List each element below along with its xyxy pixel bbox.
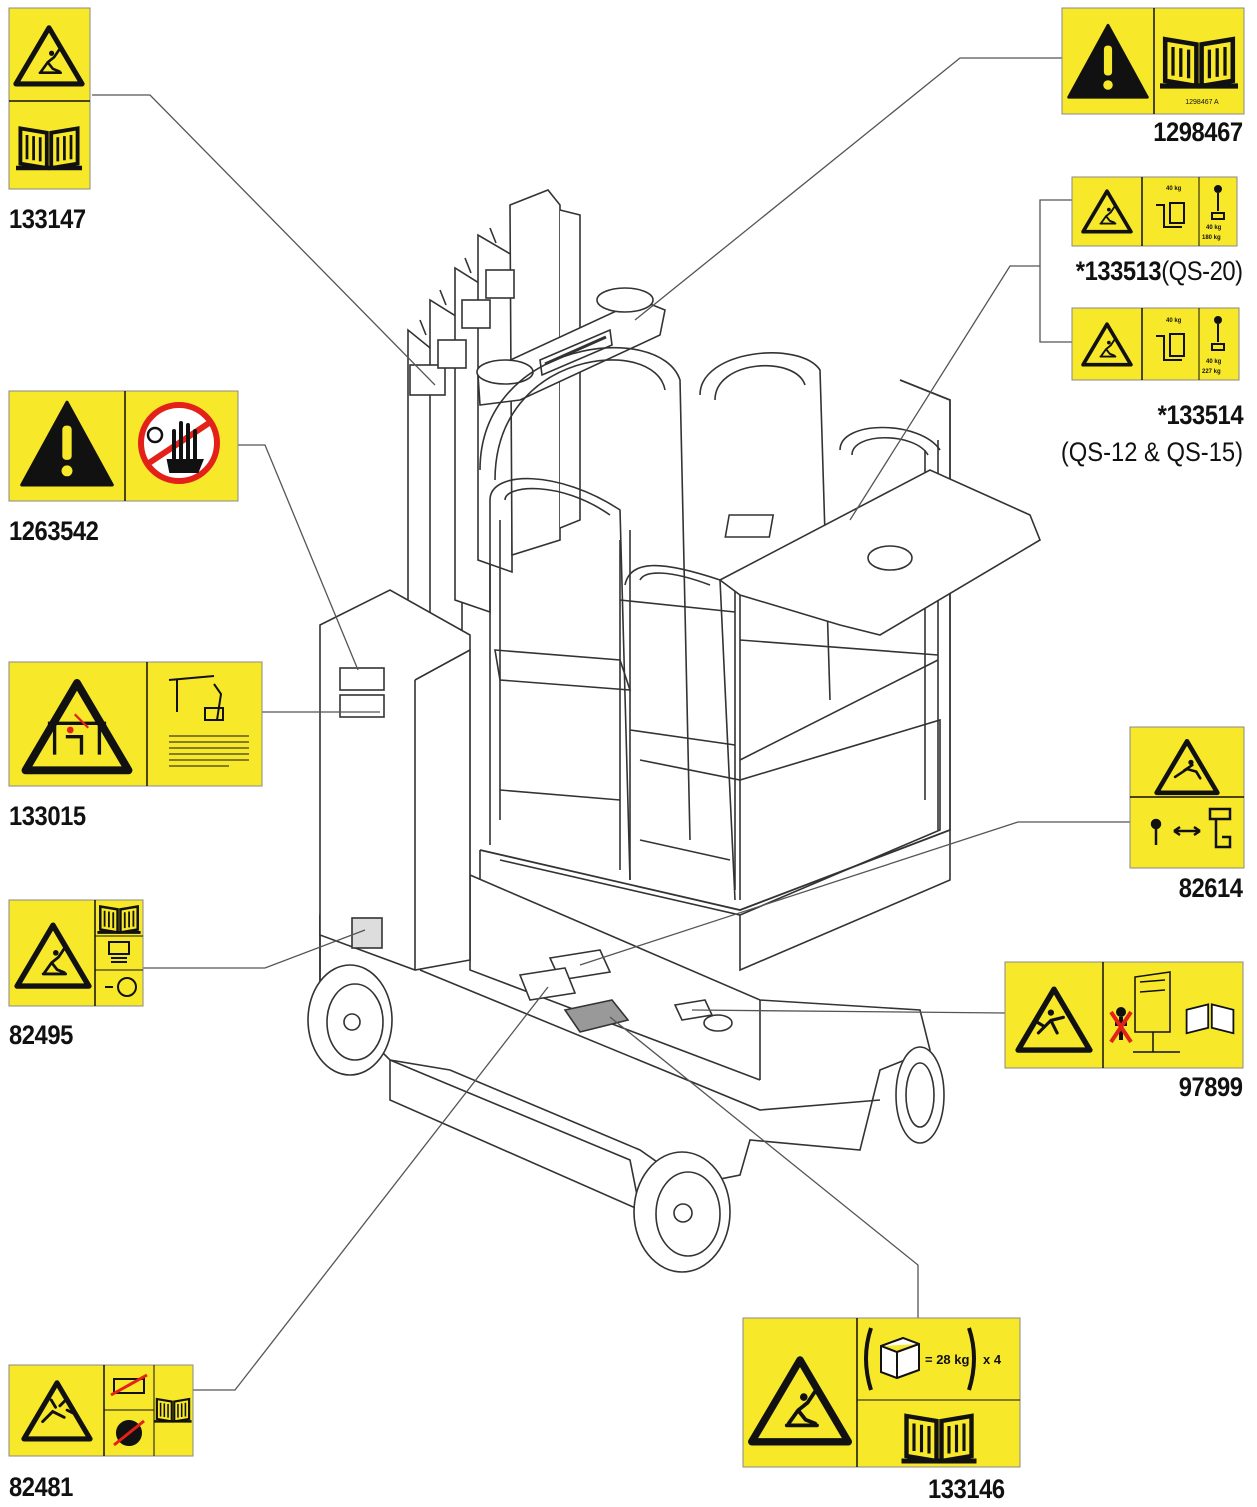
- decal-82481: [8, 1364, 194, 1457]
- leader-133513-platform: [849, 265, 1040, 521]
- decal-133513: 40 kg 40 kg 180 kg: [1071, 176, 1238, 247]
- load-bottom: 227 kg: [1202, 369, 1221, 375]
- load-chart-icon: [1156, 185, 1225, 228]
- battery-explosion-icon: [24, 1383, 90, 1439]
- label-1298467: 1298467: [1153, 117, 1244, 147]
- leader-1263542: [238, 444, 359, 671]
- fall-hazard-icon: [1018, 989, 1090, 1050]
- battery-weight-text: = 28 kg: [925, 1352, 970, 1367]
- platform-cage: [479, 346, 1041, 972]
- leader-133513: [1039, 199, 1072, 343]
- decal-133015: [8, 661, 263, 787]
- read-manual-icon: [1185, 1003, 1235, 1035]
- label-82481: 82481: [9, 1472, 73, 1502]
- no-person-icon: [1109, 971, 1180, 1053]
- distance-icon: [1150, 807, 1232, 849]
- leader-82614: [579, 821, 1130, 966]
- decal-133147: [8, 7, 91, 190]
- label-133514-models: (QS-12 & QS-15): [1060, 437, 1243, 467]
- leader-133147: [92, 94, 436, 386]
- trip-hazard-icon: [1157, 741, 1218, 792]
- decal-97899: [1004, 961, 1244, 1069]
- leader-97899: [691, 1009, 1006, 1014]
- label-133513-number: *133513: [1076, 256, 1162, 286]
- no-hands-icon: [138, 402, 220, 484]
- leader-lines: [92, 57, 1130, 1391]
- label-133513: *133513(QS-20): [1076, 256, 1243, 287]
- decal-82614: [1129, 726, 1245, 869]
- leader-133146: [609, 1016, 919, 1318]
- overhead-clearance-icon: [168, 675, 249, 767]
- decal-133514: 40 kg 40 kg 227 kg: [1071, 307, 1240, 381]
- load-mid: 40 kg: [1206, 359, 1222, 365]
- battery-multiplier-text: x 4: [983, 1352, 1002, 1367]
- label-82614: 82614: [1179, 873, 1243, 903]
- load-top: 40 kg: [1166, 318, 1182, 324]
- lift-machine-drawing: [307, 189, 1041, 1273]
- label-133514: *133514: [1157, 400, 1244, 430]
- decal-82495: [8, 899, 144, 1007]
- label-133146: 133146: [928, 1474, 1005, 1504]
- decal-133146: = 28 kg x 4: [742, 1317, 1021, 1468]
- decal-1298467: 1298467 A: [1061, 7, 1245, 115]
- load-top: 40 kg: [1166, 186, 1182, 192]
- leader-1298467: [634, 57, 1062, 321]
- load-bottom: 180 kg: [1202, 235, 1221, 241]
- load-mid: 40 kg: [1206, 225, 1222, 231]
- decal-code-1298467: 1298467 A: [1185, 99, 1219, 106]
- label-133513-model: (QS-20): [1161, 256, 1244, 286]
- chassis: [319, 589, 931, 1212]
- battery-weight-icon: [864, 1327, 976, 1391]
- no-spark-icon: [110, 1373, 148, 1447]
- load-chart-icon: [1156, 316, 1225, 361]
- decal-1263542: [8, 390, 239, 502]
- leader-82481: [193, 986, 549, 1391]
- leader-82495: [143, 929, 366, 969]
- mast: [407, 189, 581, 647]
- label-133015: 133015: [9, 801, 86, 831]
- label-82495: 82495: [9, 1020, 73, 1050]
- label-133147: 133147: [9, 204, 86, 234]
- wheels: [307, 964, 945, 1273]
- label-1263542: 1263542: [9, 516, 99, 546]
- label-97899: 97899: [1179, 1072, 1243, 1102]
- overhead-crush-warning-icon: [25, 683, 128, 770]
